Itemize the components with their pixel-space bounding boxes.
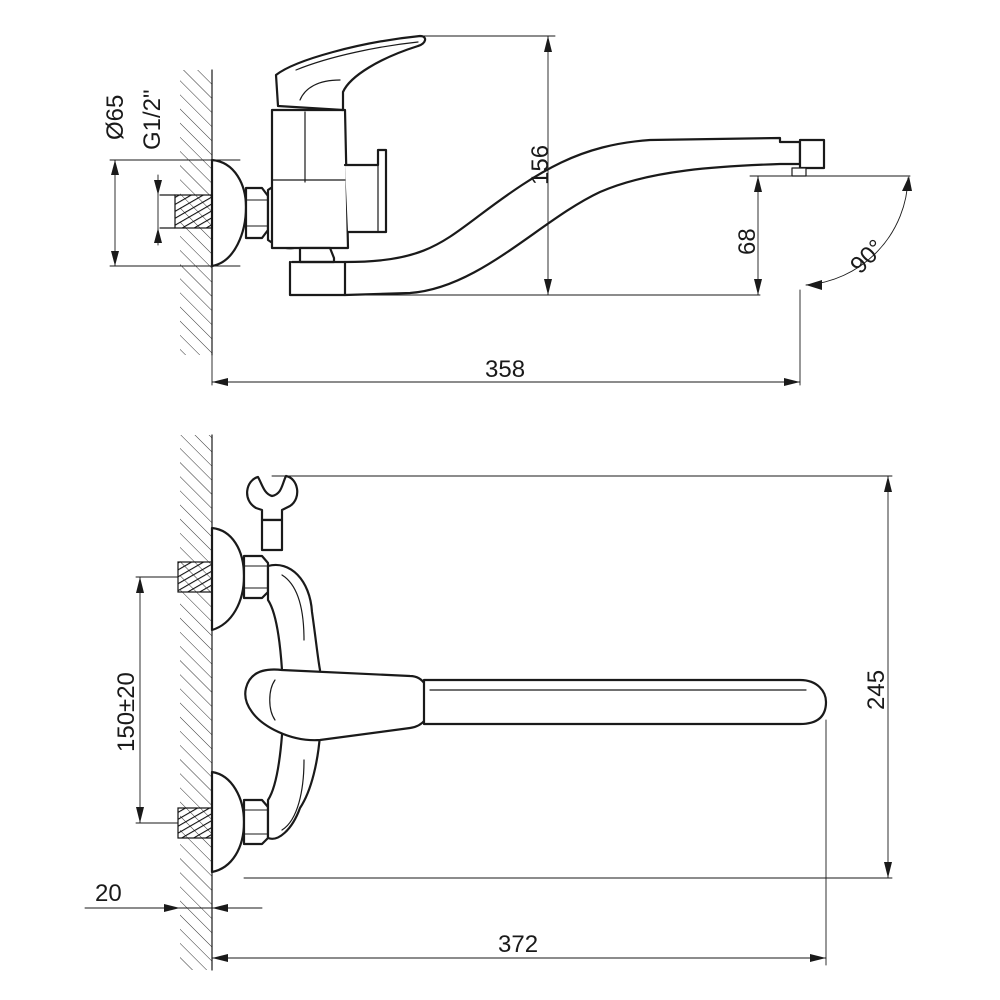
diverter-knob-top: [343, 148, 388, 234]
label-height-68: 68: [734, 228, 761, 255]
label-length-358: 358: [485, 356, 525, 383]
wall-bottom: [180, 434, 213, 971]
nut-upper: [242, 554, 270, 600]
lever-handle-plan: [244, 668, 432, 742]
dim-offset-20: 20: [84, 880, 263, 912]
mixer-body-top: [270, 108, 350, 250]
dim-length-372: 372: [211, 931, 827, 962]
escutcheon-upper: [210, 526, 246, 632]
label-height-156: 156: [527, 145, 554, 185]
dim-thread: G1/2": [139, 89, 166, 246]
inlet-thread-upper: [177, 561, 213, 593]
dim-height-68: 68: [734, 175, 762, 296]
label-length-372: 372: [498, 931, 538, 958]
lever-handle-top: [274, 34, 427, 112]
escutcheon-lower: [210, 770, 246, 874]
label-angle: 90°: [845, 234, 890, 279]
label-diameter: Ø65: [102, 95, 129, 140]
side-view: Ø65 G1/2" 156 68 90°: [102, 34, 912, 386]
dim-length-358: 358: [211, 356, 801, 386]
nut-top: [244, 186, 270, 240]
dim-inlet-spacing: 150±20: [113, 576, 144, 824]
spout-base-top: [298, 246, 336, 264]
inlet-thread-top: [174, 194, 213, 229]
nut-lower: [242, 798, 270, 846]
spout-plan: [422, 678, 828, 726]
label-thread: G1/2": [139, 89, 166, 150]
shower-holder: [246, 474, 893, 552]
plan-view: 150±20 245 20 372: [84, 434, 893, 971]
dim-angle: 90°: [805, 176, 912, 290]
dim-height-245: 245: [863, 475, 892, 879]
label-height-245: 245: [863, 670, 890, 710]
label-inlet-spacing: 150±20: [113, 672, 140, 752]
label-offset-20: 20: [95, 880, 122, 907]
spout-top: [343, 136, 802, 297]
escutcheon-top: [210, 158, 248, 268]
dim-diameter: Ø65: [102, 95, 129, 267]
dim-height-156: 156: [527, 35, 554, 296]
inlet-thread-lower: [177, 807, 213, 839]
